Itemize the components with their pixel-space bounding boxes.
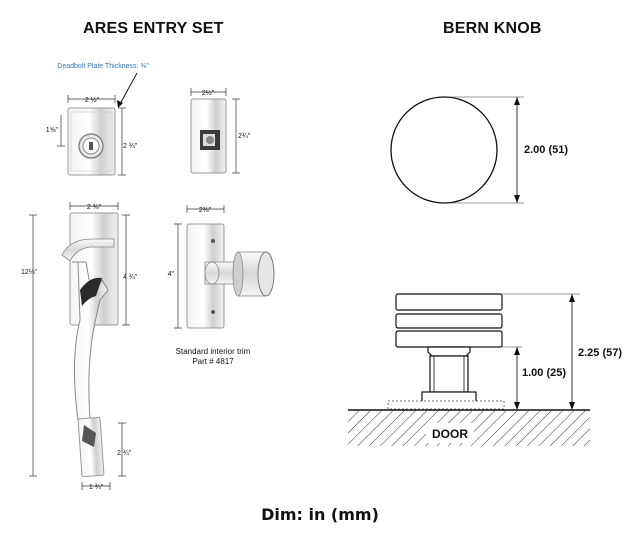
dimension-units-footer: Dim: in (mm) [261, 505, 379, 524]
handleset-plate-height-label: 4 ¾" [123, 274, 138, 281]
handleset-bottom-height-dimension [118, 422, 126, 477]
side-view-plate [190, 98, 227, 174]
handleset-body [61, 212, 119, 478]
interior-caption-line1: Standard interior trim [176, 347, 251, 356]
door-label-background [426, 423, 474, 443]
interior-height-dimension [174, 223, 182, 329]
deadbolt-width-dimension [67, 95, 116, 103]
deadbolt-width-label: 2 ½" [85, 96, 100, 104]
handleset-plate-height-dimension [122, 214, 130, 326]
bern-projection-dimension [502, 293, 580, 410]
handleset-total-height-dimension [29, 214, 37, 477]
deadbolt-thickness-note: Deadbolt Plate Thickness: ⅜" [57, 63, 149, 70]
bern-title: BERN KNOB [443, 20, 542, 37]
side-view-height-dimension [232, 98, 240, 174]
bern-knob-side-profile [395, 293, 503, 403]
bern-door-escutcheon-outline [387, 400, 505, 410]
side-view-width-label: 2½" [202, 89, 215, 97]
deadbolt-cylinder-offset-dimension [57, 115, 65, 147]
bern-knob-front-circle [390, 96, 498, 204]
handleset-width-dimension [69, 202, 119, 210]
deadbolt-plate [67, 107, 116, 176]
handleset-foot-width-dimension [81, 482, 111, 490]
handleset-width-label: 2 ⅜" [87, 204, 102, 211]
side-view-height-label: 2¾" [238, 133, 251, 140]
bern-diameter-dimension [448, 96, 524, 204]
handleset-foot-width-label: 1 ¾" [89, 484, 104, 491]
handleset-bottom-height-label: 2 ¾" [117, 450, 132, 457]
interior-width-label: 2⅜" [199, 207, 212, 214]
handleset-total-height-label: 12¼" [21, 269, 38, 276]
deadbolt-height-dimension [118, 107, 126, 176]
deadbolt-note-leader [119, 72, 138, 105]
side-view-width-dimension [190, 88, 227, 96]
deadbolt-height-label: 2 ¾" [123, 143, 138, 150]
door-label: DOOR [432, 427, 468, 441]
interior-width-dimension [186, 205, 225, 213]
deadbolt-cylinder-offset-label: 1⅝" [46, 127, 59, 134]
bern-projection-label: 2.25 (57) [578, 347, 622, 359]
bern-diameter-label: 2.00 (51) [524, 144, 568, 156]
bern-stem-dimension [470, 346, 522, 410]
interior-height-label: 4" [168, 271, 175, 278]
interior-caption-line2: Part # 4817 [192, 357, 234, 366]
bern-stem-label: 1.00 (25) [522, 367, 566, 379]
interior-trim [186, 223, 275, 329]
deadbolt-note-arrowhead [117, 100, 123, 108]
ares-title: ARES ENTRY SET [83, 20, 224, 37]
